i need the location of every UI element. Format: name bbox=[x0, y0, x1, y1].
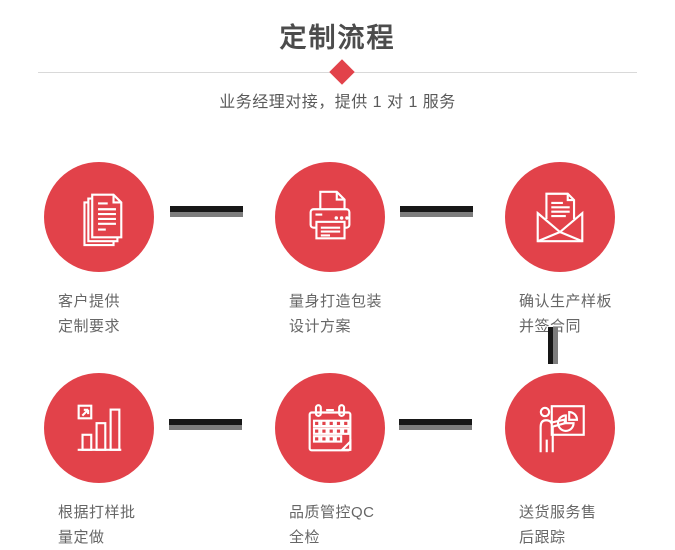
step-customer-requirements: 客户提供 定制要求 bbox=[14, 162, 184, 339]
step-label-line: 品质管控QC bbox=[289, 504, 375, 521]
step-label-line: 量身打造包装 bbox=[289, 293, 383, 310]
step-label: 根据打样批 量定做 bbox=[14, 500, 184, 550]
step-label-line: 并签合同 bbox=[519, 318, 581, 335]
step-label-line: 客户提供 bbox=[58, 293, 121, 310]
connector-step4-step5 bbox=[169, 419, 242, 430]
step-quality-control: 品质管控QC 全检 bbox=[245, 373, 415, 550]
presentation-pie-icon bbox=[539, 405, 585, 453]
step-delivery-aftersales: 送货服务售 后跟踪 bbox=[475, 373, 645, 550]
step-circle bbox=[44, 373, 154, 483]
step-label-line: 根据打样批 bbox=[58, 504, 136, 521]
connector-step5-step6 bbox=[399, 419, 472, 430]
step-label-line: 送货服务售 bbox=[519, 504, 597, 521]
step-label: 确认生产样板 并签合同 bbox=[475, 289, 645, 339]
connector-step3-step6 bbox=[548, 327, 558, 364]
connector-step2-step3 bbox=[400, 206, 473, 217]
page-title: 定制流程 bbox=[279, 23, 396, 53]
step-label: 品质管控QC 全检 bbox=[245, 500, 415, 550]
step-circle bbox=[505, 373, 615, 483]
step-circle bbox=[505, 162, 615, 272]
step-label-line: 后跟踪 bbox=[519, 529, 566, 546]
step-circle bbox=[275, 162, 385, 272]
diamond-icon bbox=[329, 59, 355, 85]
step-circle bbox=[275, 373, 385, 483]
calendar-icon bbox=[308, 404, 352, 452]
step-batch-production: 根据打样批 量定做 bbox=[14, 373, 184, 550]
step-label: 客户提供 定制要求 bbox=[14, 289, 184, 339]
step-label-line: 量定做 bbox=[58, 529, 105, 546]
step-label-line: 设计方案 bbox=[289, 318, 352, 335]
step-packaging-design: 量身打造包装 设计方案 bbox=[245, 162, 415, 339]
step-label-line: 确认生产样板 bbox=[519, 293, 613, 310]
step-circle bbox=[44, 162, 154, 272]
step-label: 送货服务售 后跟踪 bbox=[475, 500, 645, 550]
subtitle: 业务经理对接，提供 1 对 1 服务 bbox=[219, 94, 456, 111]
step-label-line: 全检 bbox=[289, 529, 321, 546]
bar-chart-growth-icon bbox=[77, 404, 122, 451]
envelope-letter-icon bbox=[536, 192, 584, 243]
connector-step1-step2 bbox=[170, 206, 243, 217]
printer-icon bbox=[309, 190, 351, 240]
step-confirm-sample-contract: 确认生产样板 并签合同 bbox=[475, 162, 645, 339]
stacked-documents-icon bbox=[83, 193, 123, 247]
step-label: 量身打造包装 设计方案 bbox=[245, 289, 415, 339]
step-label-line: 定制要求 bbox=[58, 318, 121, 335]
